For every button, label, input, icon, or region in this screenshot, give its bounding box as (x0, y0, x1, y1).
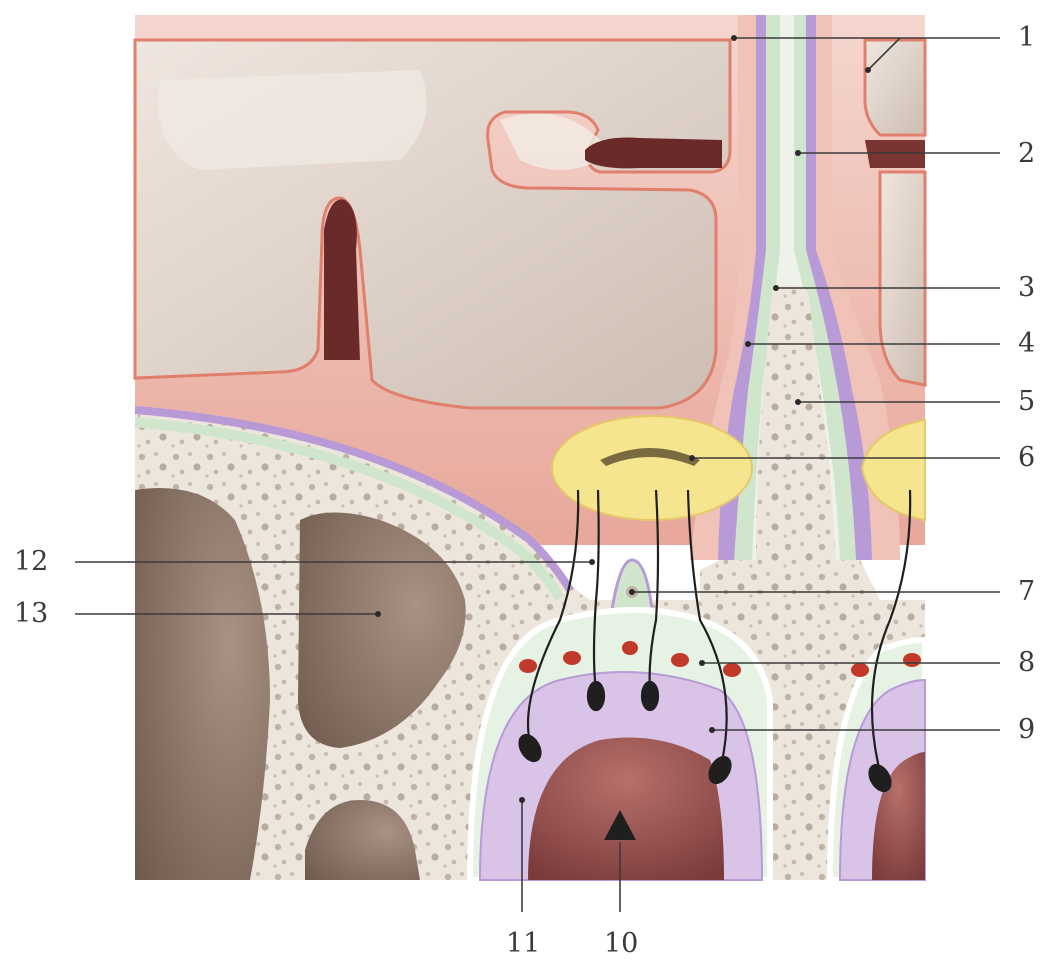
small-vessel-structure (612, 560, 652, 610)
label-10: 10 (604, 928, 638, 959)
label-9: 9 (1018, 714, 1035, 745)
label-2: 2 (1018, 138, 1035, 169)
label-8: 8 (1018, 647, 1035, 678)
label-12: 12 (14, 546, 48, 577)
label-1: 1 (1018, 22, 1035, 53)
label-13: 13 (14, 598, 48, 629)
label-6: 6 (1018, 442, 1035, 473)
label-5: 5 (1018, 386, 1035, 417)
label-7: 7 (1018, 576, 1035, 607)
label-11: 11 (506, 928, 540, 959)
label-4: 4 (1018, 328, 1035, 359)
label-3: 3 (1018, 272, 1035, 303)
